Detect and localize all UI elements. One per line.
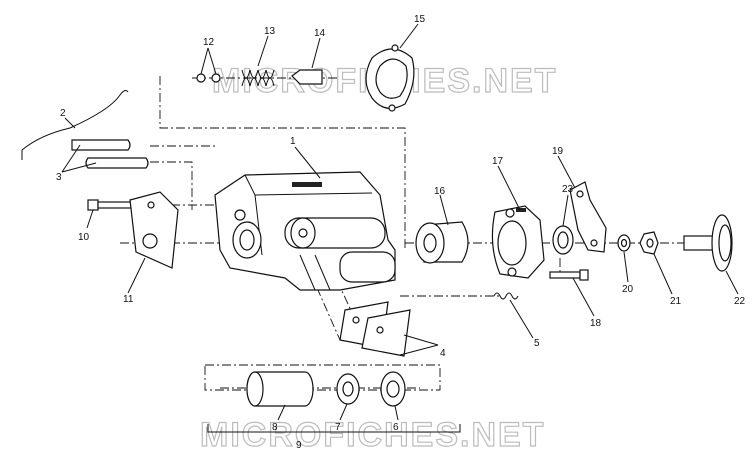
label-7: 7	[335, 422, 341, 433]
label-6: 6	[393, 422, 399, 433]
label-14: 14	[314, 28, 326, 39]
label-15: 15	[414, 14, 426, 25]
alignment-lines	[120, 76, 700, 391]
part-16-piston	[415, 221, 469, 264]
label-3: 3	[56, 172, 62, 183]
part-1-housing	[214, 171, 396, 291]
label-21: 21	[670, 296, 682, 307]
leader-lines	[61, 23, 739, 421]
part-9-bracket	[207, 424, 461, 433]
part-20-washer	[617, 234, 631, 252]
label-12: 12	[203, 37, 215, 48]
part-3-pins	[71, 139, 149, 169]
label-9: 9	[296, 440, 302, 451]
part-23-seal	[552, 225, 574, 255]
watermark-bottom: MICROFICHES.NET	[200, 416, 545, 454]
label-20: 20	[622, 284, 634, 295]
callout-labels: 1 2 3 4 5 6 7 8 9 10 11 12 13 14 15 16 1…	[56, 14, 746, 451]
part-4-pads	[339, 301, 411, 357]
label-10: 10	[78, 232, 90, 243]
part-6-washer	[380, 371, 406, 407]
label-8: 8	[272, 422, 278, 433]
part-21-nut	[639, 231, 659, 255]
label-1: 1	[290, 136, 296, 147]
part-8-cylinder	[246, 371, 314, 407]
part-13-spring	[241, 69, 275, 87]
part-5-screw	[493, 292, 519, 300]
label-11: 11	[123, 294, 134, 305]
part-14-plunger	[291, 69, 323, 85]
label-16: 16	[434, 186, 446, 197]
part-7-washer	[336, 373, 360, 405]
part-2-bracket	[21, 90, 129, 160]
part-12-o-rings	[196, 73, 221, 83]
part-11-plate	[129, 191, 179, 269]
part-17-caliper-half	[491, 205, 545, 279]
label-19: 19	[552, 146, 564, 157]
label-18: 18	[590, 318, 602, 329]
label-17: 17	[492, 156, 504, 167]
label-5: 5	[534, 338, 540, 349]
part-18-bolt	[549, 269, 589, 281]
part-22-adjuster	[683, 214, 733, 272]
label-13: 13	[264, 26, 276, 37]
part-15-gasket	[365, 44, 415, 112]
label-2: 2	[60, 108, 66, 119]
label-22: 22	[734, 296, 746, 307]
part-19-bracket	[569, 181, 607, 253]
label-23: 23	[562, 184, 574, 195]
label-4: 4	[440, 348, 446, 359]
